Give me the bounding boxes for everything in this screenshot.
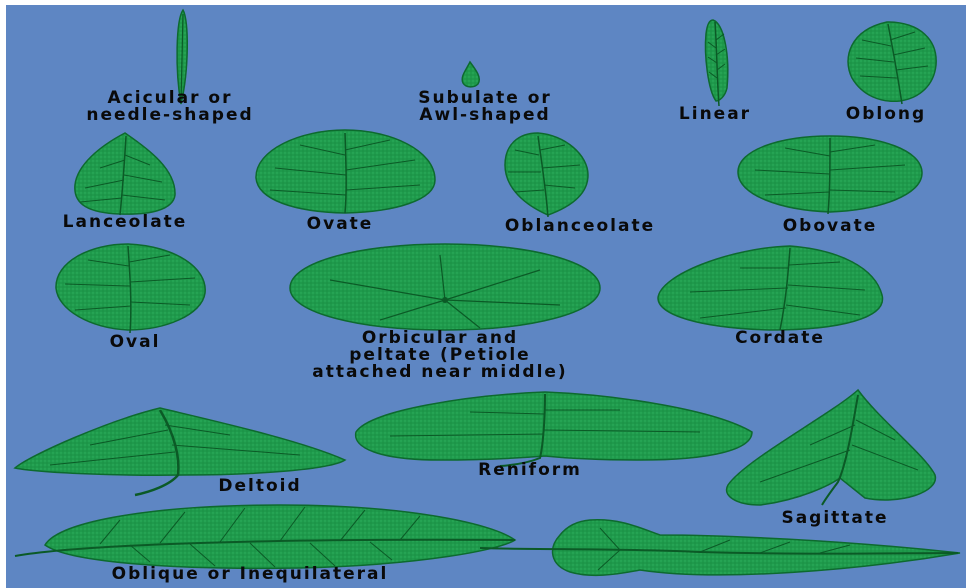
label-line: Awl-shaped — [345, 107, 625, 124]
label-line: Oblong — [806, 106, 966, 123]
oval-leaf — [56, 244, 205, 333]
label-linear: Linear — [640, 106, 790, 123]
label-cordate: Cordate — [680, 330, 880, 347]
lanceolate-elongated-leaf — [480, 520, 960, 576]
label-line: Linear — [640, 106, 790, 123]
label-oblique: Oblique or Inequilateral — [20, 566, 480, 583]
label-line: attached near middle) — [200, 364, 680, 381]
label-line: Obovate — [735, 218, 925, 235]
label-obovate: Obovate — [735, 218, 925, 235]
label-reniform: Reniform — [440, 462, 620, 479]
cordate-leaf — [658, 246, 883, 330]
label-line: Oblique or Inequilateral — [20, 566, 480, 583]
label-oval: Oval — [80, 334, 190, 351]
obovate-leaf — [738, 136, 922, 214]
oblanceolate-leaf — [505, 133, 588, 217]
label-line: needle-shaped — [0, 107, 340, 124]
label-line: Oblanceolate — [425, 218, 735, 235]
label-line: Lanceolate — [0, 214, 250, 231]
label-subulate: Subulate or Awl-shaped — [345, 90, 625, 124]
label-sagittate: Sagittate — [740, 510, 930, 527]
label-line: Oval — [80, 334, 190, 351]
reniform-leaf — [356, 392, 752, 466]
label-oblanceolate: Oblanceolate — [425, 218, 735, 235]
label-line: Sagittate — [740, 510, 930, 527]
ovate-leaf — [256, 130, 435, 213]
label-acicular: Acicular or needle-shaped — [0, 90, 340, 124]
label-orbicular-peltate: Orbicular and peltate (Petiole attached … — [200, 330, 680, 381]
oblong-leaf — [848, 22, 936, 104]
label-line: Deltoid — [180, 478, 340, 495]
label-deltoid: Deltoid — [180, 478, 340, 495]
label-line: Ovate — [255, 216, 425, 233]
lanceolate-leaf — [75, 133, 175, 215]
oblique-leaf — [15, 505, 515, 568]
label-oblong: Oblong — [806, 106, 966, 123]
linear-leaf — [705, 20, 727, 106]
sagittate-leaf — [727, 390, 936, 505]
label-ovate: Ovate — [255, 216, 425, 233]
orbicular-peltate-leaf — [290, 244, 600, 330]
label-lanceolate: Lanceolate — [0, 214, 250, 231]
subulate-leaf — [462, 62, 479, 87]
label-line: Cordate — [680, 330, 880, 347]
label-line: Reniform — [440, 462, 620, 479]
